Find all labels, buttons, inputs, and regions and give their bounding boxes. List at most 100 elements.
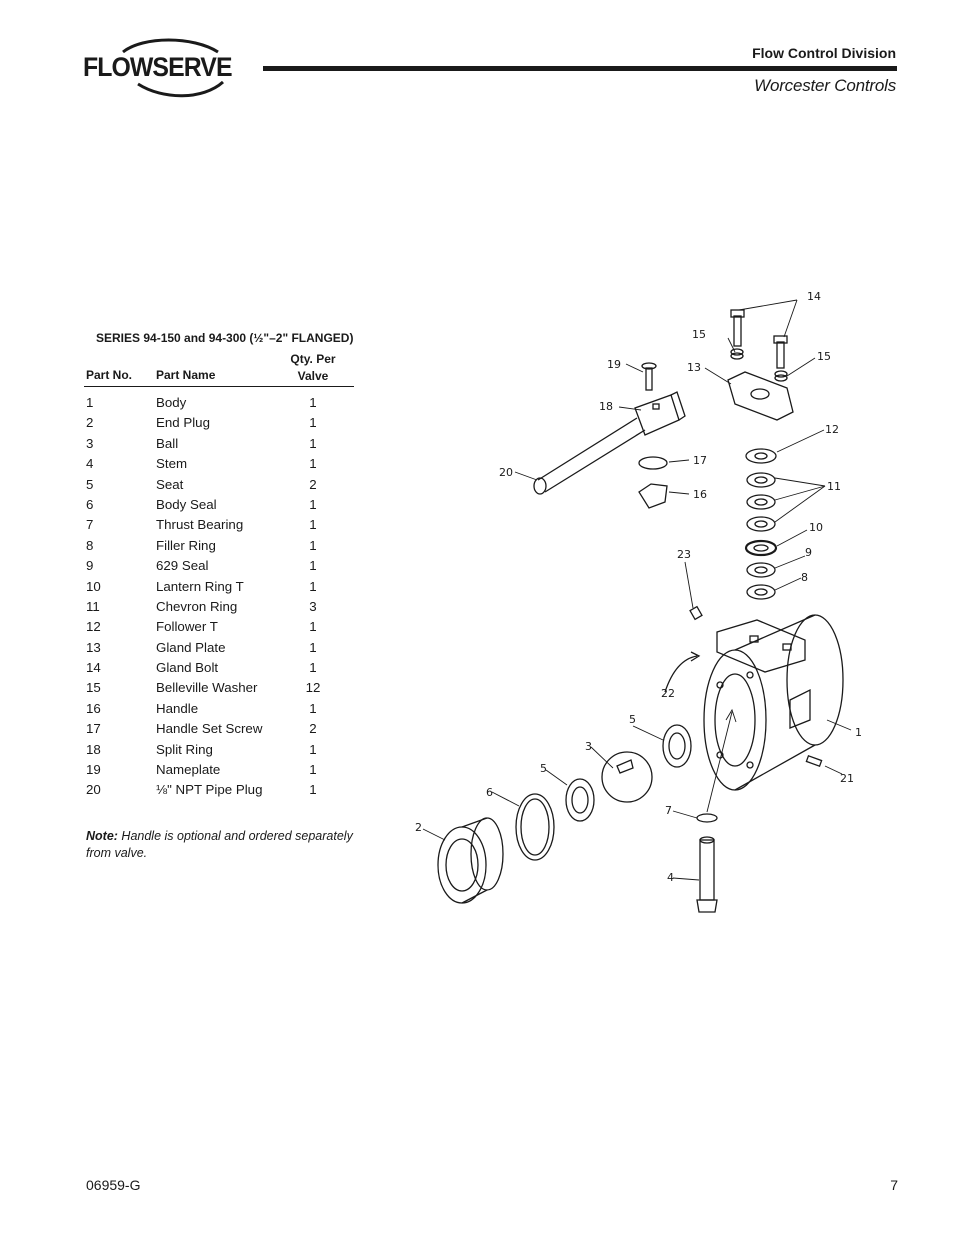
part-no-cell: 4 bbox=[86, 456, 94, 472]
stem-part bbox=[696, 836, 718, 913]
part-name-cell: Follower T bbox=[156, 619, 218, 635]
part-no-cell: 7 bbox=[86, 517, 94, 533]
callout-label: 21 bbox=[840, 772, 854, 785]
column-header-qty-line2: Valve bbox=[297, 369, 329, 383]
qty-cell: 1 bbox=[309, 537, 317, 553]
rotation-arrow-icon bbox=[664, 655, 698, 693]
column-header-qty: Qty. Per Valve bbox=[283, 351, 343, 385]
part-no-cell: 6 bbox=[86, 496, 94, 512]
qty-cell: 1 bbox=[309, 415, 317, 431]
callout-label: 12 bbox=[825, 423, 839, 436]
part-name-cell: Body Seal bbox=[156, 496, 217, 512]
thrust-bearing-part bbox=[696, 813, 718, 823]
part-name-cell: Body bbox=[156, 395, 187, 410]
part-no-cell: 8 bbox=[86, 537, 94, 553]
table-row: 6 Body Seal 1 bbox=[86, 497, 346, 517]
callout-label: 6 bbox=[486, 786, 493, 799]
callout-label: 16 bbox=[693, 488, 707, 501]
callout-label: 19 bbox=[607, 358, 621, 371]
table-header-rule bbox=[84, 386, 354, 387]
part-name-cell: Belleville Washer bbox=[156, 680, 258, 696]
brand-label: Worcester Controls bbox=[754, 76, 896, 95]
qty-cell: 1 bbox=[309, 558, 317, 574]
handle-set-screw-part bbox=[638, 456, 668, 470]
part-name-cell: Ball bbox=[156, 435, 179, 451]
flowserve-logo: FLOWSERVE bbox=[83, 38, 243, 100]
part-no-cell: 16 bbox=[86, 700, 101, 716]
part-no-cell: 3 bbox=[86, 435, 94, 451]
callout-label: 2 bbox=[415, 821, 422, 834]
belleville-washer-part bbox=[730, 348, 788, 382]
part-no-cell: 9 bbox=[86, 558, 94, 574]
callout-label: 17 bbox=[693, 454, 707, 467]
note-label: Note: bbox=[86, 829, 118, 843]
part-no-cell: 12 bbox=[86, 619, 101, 635]
gland-bolt-part bbox=[730, 309, 788, 369]
table-row: 2 End Plug 1 bbox=[86, 415, 346, 435]
qty-cell: 1 bbox=[309, 496, 317, 512]
callout-label: 1 bbox=[855, 726, 862, 739]
part-no-cell: 20 bbox=[86, 782, 101, 798]
column-header-part-no: Part No. bbox=[86, 368, 133, 382]
column-header-qty-line1: Qty. Per bbox=[290, 352, 336, 366]
callout-label: 15 bbox=[817, 350, 831, 363]
part-name-cell: Stem bbox=[156, 456, 188, 472]
qty-cell: 1 bbox=[309, 395, 317, 410]
column-header-part-name: Part Name bbox=[156, 368, 216, 382]
qty-cell: 1 bbox=[309, 762, 317, 778]
qty-cell: 1 bbox=[309, 435, 317, 451]
part-name-cell: Thrust Bearing bbox=[156, 517, 244, 533]
part-no-cell: 2 bbox=[86, 415, 94, 431]
callout-label: 11 bbox=[827, 480, 841, 493]
document-number: 06959-G bbox=[86, 1177, 141, 1193]
callout-label: 13 bbox=[687, 361, 701, 374]
handle-part bbox=[638, 483, 668, 509]
callout-label: 23 bbox=[677, 548, 691, 561]
callout-label: 10 bbox=[809, 521, 823, 534]
part-name-cell: ⅛" NPT Pipe Plug bbox=[156, 782, 263, 798]
table-title: SERIES 94-150 and 94-300 (½"–2" FLANGED) bbox=[96, 331, 354, 345]
part-no-cell: 10 bbox=[86, 578, 101, 594]
part-no-cell: 18 bbox=[86, 741, 101, 757]
gland-plate-part bbox=[727, 371, 794, 421]
seat-part bbox=[565, 724, 692, 822]
callout-label: 14 bbox=[807, 290, 821, 303]
split-ring-part bbox=[634, 391, 686, 436]
plug-21-part bbox=[805, 754, 823, 768]
part-no-cell: 17 bbox=[86, 721, 101, 737]
part-name-cell: Lantern Ring T bbox=[156, 578, 244, 594]
pipe-plug-part bbox=[533, 417, 646, 495]
callout-label: 3 bbox=[585, 740, 592, 753]
qty-cell: 1 bbox=[309, 660, 317, 676]
part-no-cell: 11 bbox=[86, 598, 100, 614]
part-name-cell: Handle bbox=[156, 700, 199, 716]
part-name-cell: Seat bbox=[156, 476, 184, 492]
qty-cell: 12 bbox=[305, 680, 321, 696]
page-number: 7 bbox=[890, 1177, 898, 1193]
qty-cell: 2 bbox=[309, 721, 317, 737]
part-name-cell: Gland Bolt bbox=[156, 660, 219, 676]
part-name-cell: End Plug bbox=[156, 415, 210, 431]
ball-part bbox=[601, 751, 653, 803]
part-no-cell: 13 bbox=[86, 639, 101, 655]
note: Note: Handle is optional and ordered sep… bbox=[86, 828, 361, 862]
part-name-cell: Split Ring bbox=[156, 741, 213, 757]
qty-cell: 2 bbox=[309, 476, 317, 492]
qty-cell: 1 bbox=[309, 639, 317, 655]
division-label: Flow Control Division bbox=[752, 45, 896, 61]
callout-label: 9 bbox=[805, 546, 812, 559]
body-part bbox=[703, 614, 844, 791]
part-name-cell: Filler Ring bbox=[156, 537, 216, 553]
